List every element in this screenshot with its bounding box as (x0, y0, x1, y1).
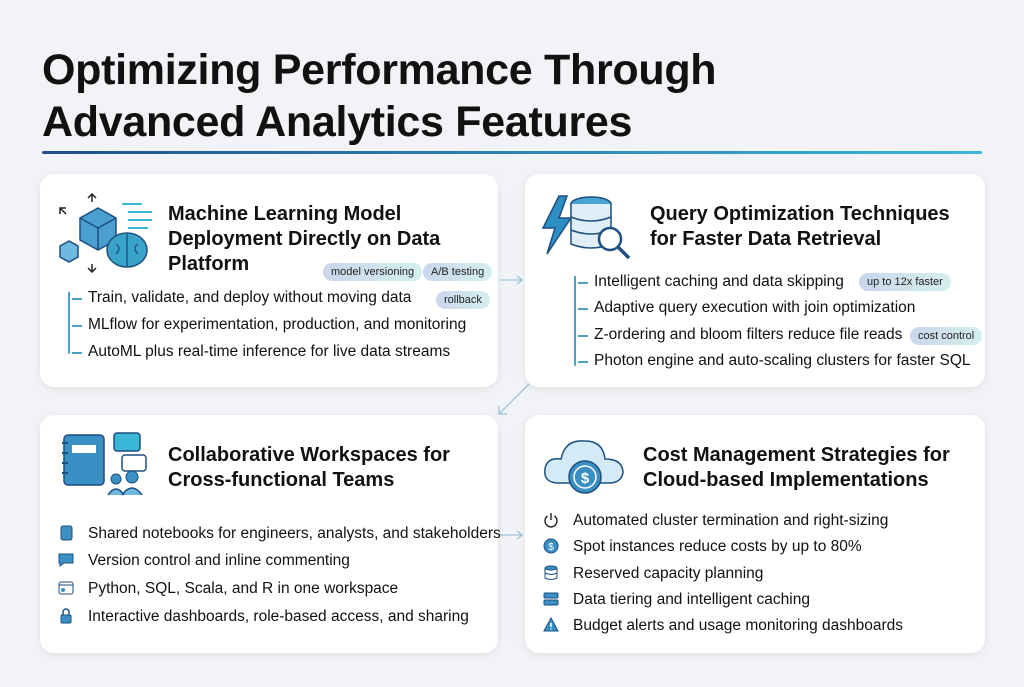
title-line-2: Advanced Analytics Features (42, 98, 633, 146)
connector-arrow-3 (500, 530, 524, 540)
card-cost-management: $ Cost Management Strategies for Cloud-b… (525, 415, 985, 653)
list-item: MLflow for experimentation, production, … (71, 316, 467, 333)
comment-icon (58, 553, 74, 567)
tree-line (68, 292, 70, 354)
title-line-1: Optimizing Performance Through (42, 46, 717, 94)
list-item: Adaptive query execution with join optim… (577, 299, 916, 316)
list-item: Automated cluster termination and right-… (573, 512, 889, 529)
title-divider (42, 151, 982, 154)
card-collaborative-workspaces: Collaborative Workspaces for Cross-funct… (40, 415, 501, 653)
lightning-database-search-icon (541, 195, 631, 260)
database-icon (544, 565, 558, 580)
list-item: AutoML plus real-time inference for live… (71, 343, 451, 360)
list-item: Photon engine and auto-scaling clusters … (578, 352, 971, 369)
card-title: Machine Learning Model Deployment Direct… (168, 203, 441, 275)
code-window-icon (58, 581, 74, 595)
list-item: Z-ordering and bloom filters reduce file… (577, 326, 903, 343)
tree-line (574, 276, 576, 366)
dollar-coin-icon: $ (543, 538, 559, 554)
tag-pill: model versioning (323, 263, 423, 281)
list-item: Interactive dashboards, role-based acces… (88, 608, 469, 625)
tag-pill: cost control (910, 327, 983, 345)
notebook-icon (60, 525, 73, 541)
connector-arrow-2 (498, 383, 530, 415)
list-item: Version control and inline commenting (88, 552, 350, 569)
card-title: Query Optimization Techniques for Faster… (650, 203, 950, 250)
list-item: Python, SQL, Scala, and R in one workspa… (88, 580, 399, 597)
warning-icon (543, 617, 559, 632)
svg-text:$: $ (548, 542, 554, 553)
list-item: Budget alerts and usage monitoring dashb… (573, 617, 904, 634)
tag-pill: A/B testing (423, 263, 493, 281)
list-item: Data tiering and intelligent caching (573, 591, 810, 608)
svg-text:$: $ (581, 470, 590, 487)
list-item: Reserved capacity planning (573, 565, 764, 582)
card-title: Cost Management Strategies for Cloud-bas… (643, 444, 950, 491)
list-item: Intelligent caching and data skipping (578, 273, 844, 290)
connector-arrow-1 (500, 275, 524, 285)
card-ml-deployment: Machine Learning Model Deployment Direct… (40, 174, 498, 387)
cloud-dollar-icon: $ (544, 440, 624, 494)
card-title: Collaborative Workspaces for Cross-funct… (168, 444, 450, 491)
notebook-chat-team-icon (62, 432, 147, 496)
lock-icon (60, 608, 72, 624)
tag-pill: rollback (436, 291, 490, 309)
list-item: Shared notebooks for engineers, analysts… (88, 525, 501, 542)
list-item: Train, validate, and deploy without movi… (71, 289, 412, 306)
card-query-optimization: Query Optimization Techniques for Faster… (525, 174, 985, 387)
tag-pill: up to 12x faster (859, 273, 951, 291)
cube-brain-icon (59, 192, 152, 274)
list-item: Spot instances reduce costs by up to 80% (573, 538, 862, 555)
power-icon (544, 513, 558, 528)
server-icon (543, 592, 559, 606)
